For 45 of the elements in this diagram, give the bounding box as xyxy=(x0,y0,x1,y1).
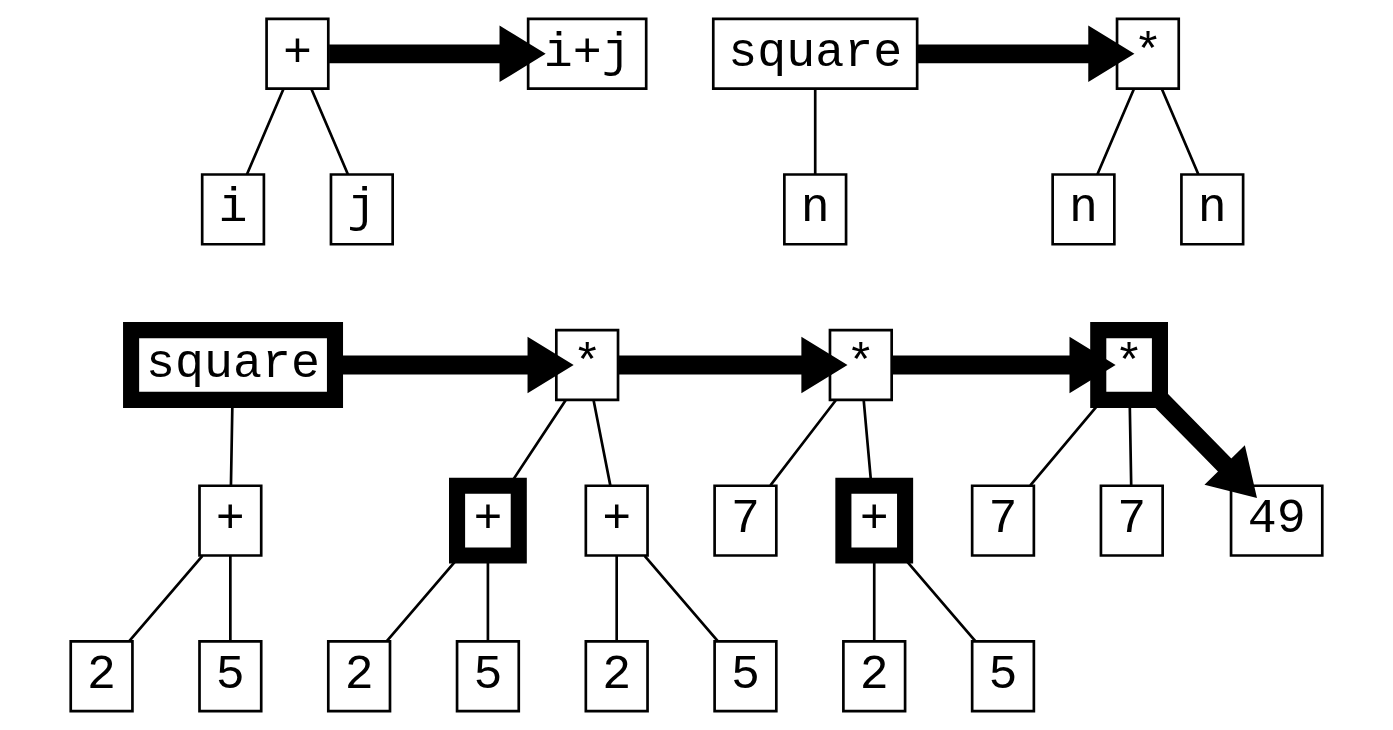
arrow xyxy=(329,25,546,83)
node-box: + xyxy=(198,484,263,557)
node-box: 2 xyxy=(69,640,134,713)
node-box: 5 xyxy=(970,640,1036,713)
node-box: + xyxy=(265,17,330,90)
node-box: 7 xyxy=(713,484,778,557)
connector xyxy=(643,555,719,642)
connector xyxy=(769,399,837,487)
connector xyxy=(128,555,204,642)
node-box: 2 xyxy=(842,640,907,713)
node-box: * xyxy=(1090,322,1168,408)
node-box: j xyxy=(329,173,394,246)
connector xyxy=(592,400,612,486)
arrow xyxy=(917,25,1135,83)
node-box: 2 xyxy=(584,640,649,713)
node-box: * xyxy=(555,328,620,402)
connector xyxy=(1160,88,1200,175)
connector xyxy=(229,555,232,641)
node-box: 2 xyxy=(326,640,392,713)
node-box: n xyxy=(1051,173,1116,246)
node-box: square xyxy=(711,17,919,90)
node-box: + xyxy=(584,484,649,557)
node-box: * xyxy=(1115,17,1181,90)
node-box: + xyxy=(835,477,914,564)
node-box: n xyxy=(1180,173,1245,246)
connector xyxy=(245,88,285,175)
node-box: i+j xyxy=(526,17,648,90)
node-box: 49 xyxy=(1229,484,1324,557)
connector xyxy=(615,555,619,641)
node-box: 5 xyxy=(198,640,263,713)
node-box: 5 xyxy=(455,640,521,713)
node-box: 5 xyxy=(713,640,778,713)
arrow xyxy=(618,336,848,394)
node-box: n xyxy=(783,173,848,246)
node-box: * xyxy=(828,328,893,402)
node-box: 7 xyxy=(1099,484,1164,557)
connector xyxy=(310,88,350,175)
node-box: square xyxy=(123,322,344,408)
connector xyxy=(1096,88,1136,175)
arrow xyxy=(1153,392,1257,498)
node-box: i xyxy=(200,173,266,246)
node-box: 7 xyxy=(970,484,1036,557)
node-box: + xyxy=(449,477,527,564)
arrow xyxy=(892,336,1116,394)
connector xyxy=(813,89,817,175)
